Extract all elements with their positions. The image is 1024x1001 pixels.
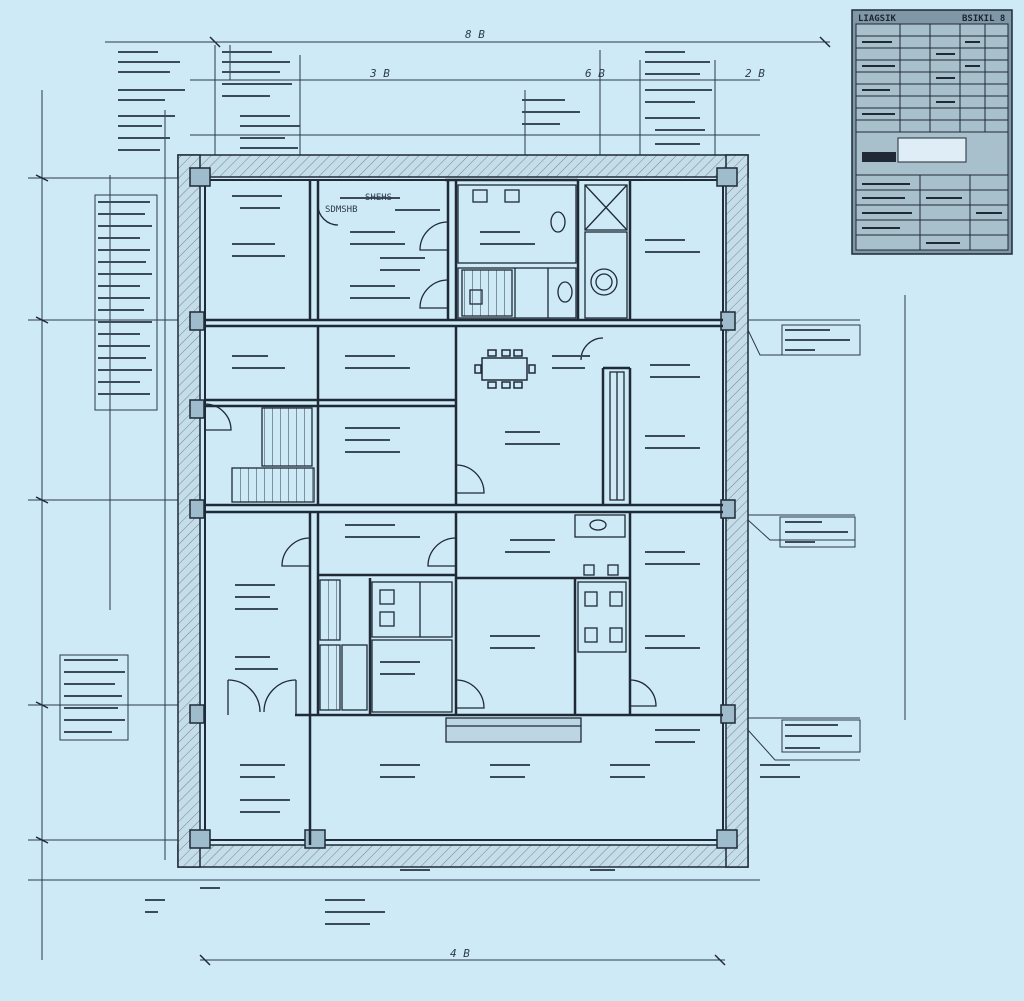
- dimension-lines: [28, 41, 906, 961]
- dimension-ticks: [35, 36, 831, 966]
- dim-bottom-overall: 4 B: [450, 947, 470, 960]
- dining-table: [474, 349, 536, 389]
- room-label-2: SHEHS: [365, 193, 392, 203]
- door-swings: [204, 204, 657, 715]
- dim-top-right: 2 B: [745, 67, 765, 80]
- stairs: [231, 269, 513, 711]
- leader-lines: [747, 319, 860, 761]
- interior-walls: [205, 178, 723, 845]
- title-block: LIAGSIK BSIKIL 8: [851, 9, 1013, 255]
- dim-top-left: 3 B: [369, 67, 390, 80]
- partition-walls: [371, 184, 628, 743]
- title-block-left: LIAGSIK: [858, 14, 897, 24]
- annotation-notes: [64, 51, 852, 925]
- note-frames: [59, 194, 861, 753]
- room-label-1: SDMSHB: [325, 205, 358, 215]
- dim-top-overall: 8 B: [465, 28, 485, 41]
- exterior-walls: [177, 154, 749, 868]
- dim-top-mid: 6 B: [585, 67, 605, 80]
- title-block-right: BSIKIL 8: [962, 14, 1005, 24]
